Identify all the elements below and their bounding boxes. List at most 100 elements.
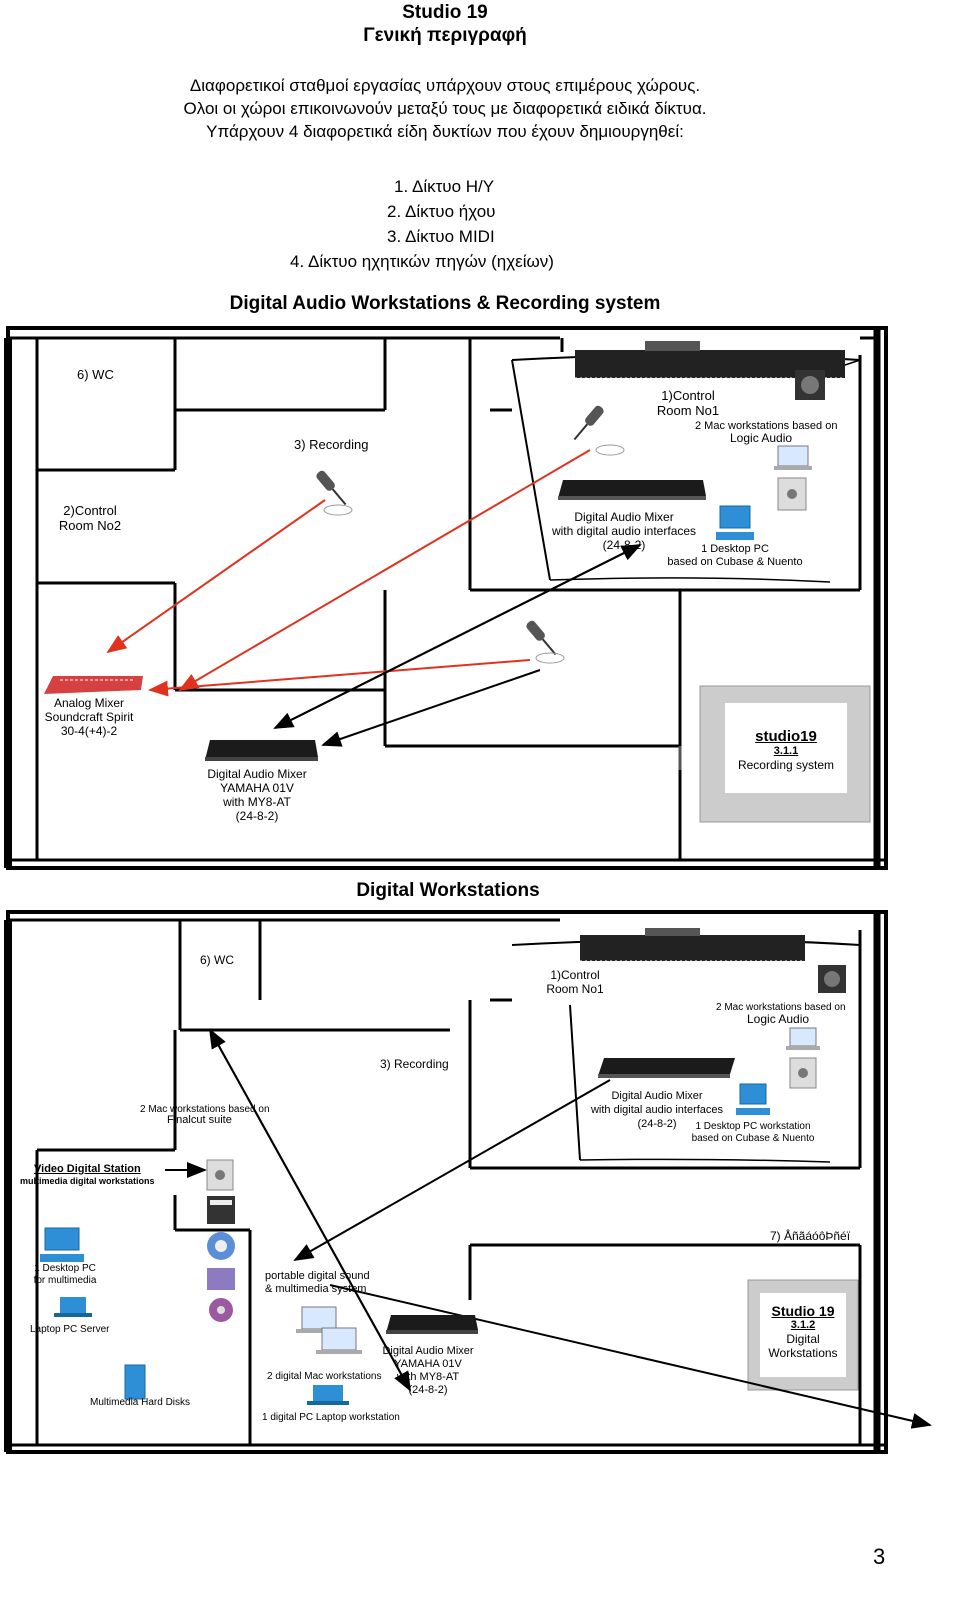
plan2-arrows [165,1028,932,1429]
plan2-video-station-label: Video Digital Station [34,1163,141,1175]
label-line: (24-8-2) [637,1118,677,1130]
plan2-recording-label: 3) Recording [380,1057,449,1071]
label-number: 3.1.1 [773,745,799,757]
plan1-recording-label: 3) Recording [294,437,369,452]
microphone-icon [316,470,347,506]
plan2-yamaha-label: Digital Audio Mixer YAMAHA 01V with MY8-… [372,1345,484,1397]
label-subtitle: Recording system [737,758,835,772]
label-line: 1 Desktop PC [701,543,769,555]
label-line: Room No1 [546,982,604,996]
laptop-icon [774,445,812,470]
compressor-icon [207,1268,235,1290]
plan2-finalcut-label: Finalcut suite [167,1114,232,1126]
plan2-mac-label: 2 Mac workstations based on [716,1002,846,1013]
label-line: with digital audio interfaces [551,524,697,538]
plan2-room7-label: 7) ÅñãáóôÞñéï [770,1229,851,1243]
plan2-wc-label: 6) WC [200,953,234,967]
desktop-pc-icon [736,1083,770,1115]
plan1-mixer-label: Digital Audio Mixer with digital audio i… [540,510,708,552]
plan2-section-label: Studio 19 3.1.2 Digital Workstations [760,1303,846,1360]
microphone-base-icon [595,444,625,456]
label-line: portable digital sound [265,1270,370,1282]
label-line: 1 Desktop PC workstation [695,1121,811,1132]
label-line: 30-4(+4)-2 [60,724,118,738]
label-line: 1 Desktop PC [34,1263,96,1274]
plan1-section-label: studio19 3.1.1 Recording system [725,728,847,772]
plan2-mac-fc-label: 2 Mac workstations based on [140,1104,270,1115]
plan1-desktop-label: 1 Desktop PC based on Cubase & Nuento [660,543,810,569]
analog-mixer-icon [44,676,143,694]
desktop-pc-icon [716,505,754,540]
label-line: (24-8-2) [602,538,646,552]
label-line: & multimedia system [265,1283,367,1295]
label-line: Analog Mixer [53,696,125,710]
label-line: Soundcraft Spirit [44,710,134,724]
logic-audio-icon [818,965,846,993]
label-line: Digital Audio Mixer [574,510,674,524]
yamaha-mixer-icon [386,1315,478,1334]
plan2-desktop-label: 1 Desktop PC workstation based on Cubase… [690,1121,816,1145]
plan2-laptop-server-label: Laptop PC Server [30,1324,110,1335]
plan2-label-card [760,1293,846,1377]
network-item: 3. Δίκτυο MIDI [387,227,495,246]
plan2-desktop-mm-label: 1 Desktop PC for multimedia [25,1263,105,1287]
page-number: 3 [873,1544,886,1569]
plan1-audio-arrows [106,449,591,697]
laptop-icon [296,1306,342,1333]
plan1-heading: Digital Audio Workstations & Recording s… [229,293,661,314]
digital-mixer-icon [598,1058,735,1078]
plan2-multimedia-label: multimedia digital workstations [20,1176,155,1186]
label-line: for multimedia [33,1275,97,1286]
laptop-icon [54,1297,92,1317]
intro-line: Υπάρχουν 4 διαφορετικά είδη δυκτίων που … [206,122,684,141]
plan1-analog-mixer-label: Analog Mixer Soundcraft Spirit 30-4(+4)-… [30,696,148,738]
label-line: (24-8-2) [235,809,279,823]
label-line: Digital Audio Mixer [611,1090,703,1102]
laptop-icon [307,1385,349,1405]
intro-line: Διαφορετικοί σταθμοί εργασίας υπάρχουν σ… [189,76,701,95]
laptop-icon [786,1027,820,1050]
label-line: with digital audio interfaces [590,1104,724,1116]
label-line: 1)Control [661,388,715,403]
label-line: YAMAHA 01V [394,1358,462,1370]
plan2-walls [4,910,888,1454]
microphone-icon [573,405,604,441]
desktop-pc-icon [40,1227,84,1262]
label-line: with MY8-AT [396,1371,460,1383]
logic-audio-icon [795,370,825,400]
label-line: Room No2 [58,518,122,533]
page-subtitle: Γενική περιγραφή [363,25,527,46]
finalcut-icon [207,1196,235,1224]
label-subtitle: Digital [786,1332,820,1346]
label-line: Digital Audio Mixer [207,767,307,781]
plan2-heading: Digital Workstations [356,880,540,901]
network-item: 2. Δίκτυο ήχου [387,202,496,221]
plan1-wc-label: 6) WC [77,367,114,382]
plan1-logic-label: Logic Audio [730,431,793,445]
label-title: Studio 19 [771,1303,835,1319]
mac-tower-icon [777,477,807,511]
label-title: studio19 [755,728,817,745]
page-title: Studio 19 [402,2,488,23]
label-line: Room No1 [656,403,720,418]
plan1-midi-arrows [273,544,642,747]
label-line: with MY8-AT [223,795,291,809]
dvd-studio-icon [209,1298,233,1322]
label-line: 2)Control [63,503,117,518]
plan2-mac2-label: 2 digital Mac workstations [267,1371,382,1382]
microphone-base-icon [323,504,353,516]
imovie-icon [207,1232,235,1260]
plan2-logic-label: Logic Audio [747,1012,810,1026]
label-line: YAMAHA 01V [220,781,294,795]
hard-disk-icon [124,1364,146,1400]
yamaha-mixer-icon [205,740,318,761]
label-subtitle: Workstations [768,1346,838,1360]
plan2-laptop-ws-label: 1 digital PC Laptop workstation [262,1412,400,1423]
network-item: 1. Δίκτυο Η/Υ [394,177,495,196]
microphone-icon [526,620,557,656]
plan1-mac-label: 2 Mac workstations based on [695,420,838,432]
plan2-portable-label: portable digital sound & multimedia syst… [265,1270,370,1296]
label-number: 3.1.2 [790,1319,816,1331]
laptop-icon [316,1327,362,1354]
